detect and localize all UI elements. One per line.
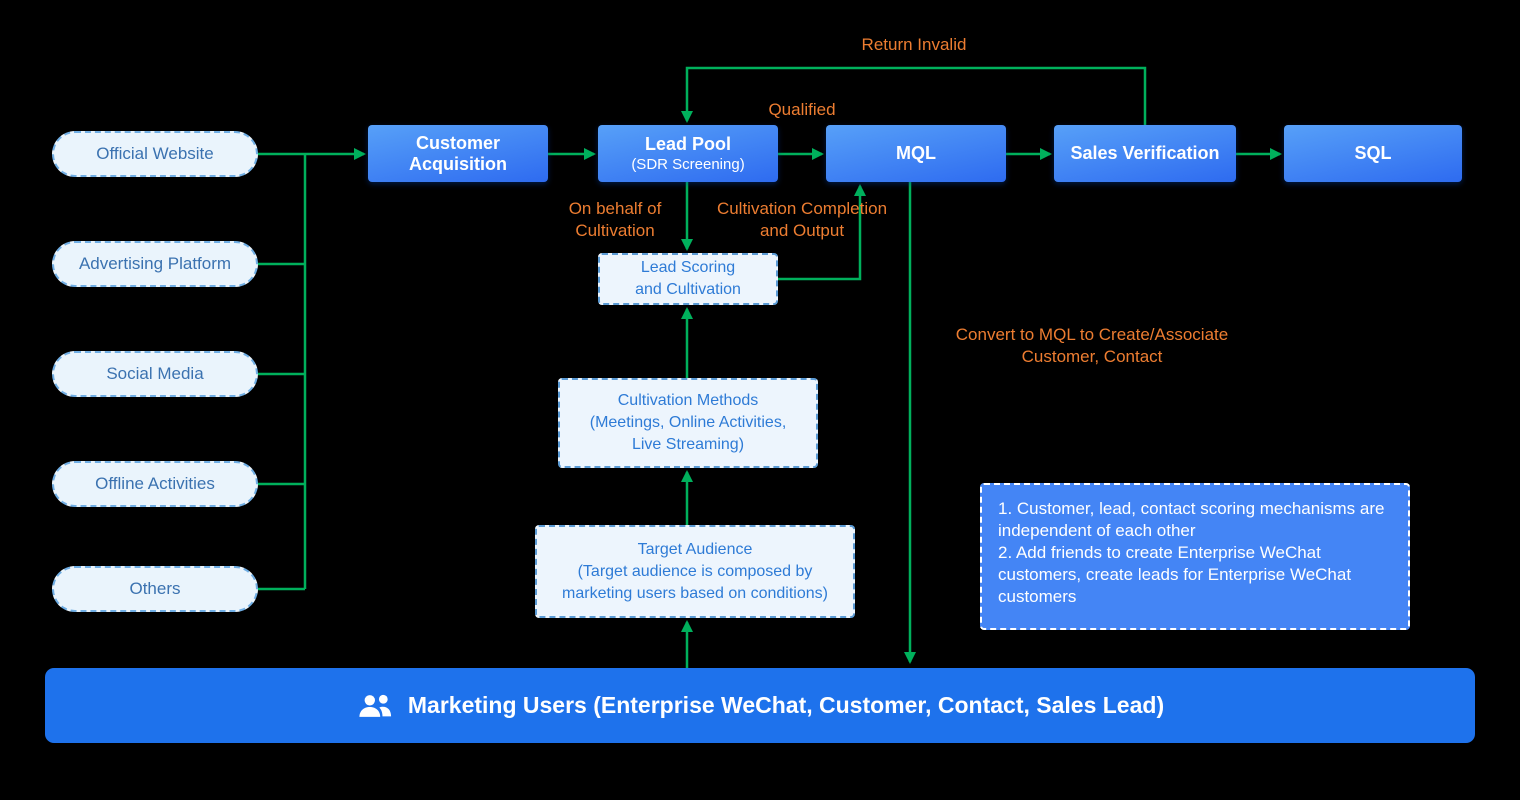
node-sql: SQL <box>1284 125 1462 182</box>
source-pill-official-website: Official Website <box>52 131 258 177</box>
source-label: Advertising Platform <box>78 254 232 273</box>
source-pill-others: Others <box>52 566 258 612</box>
note-box: 1. Customer, lead, contact scoring mecha… <box>980 483 1410 630</box>
marketing-users-bar: Marketing Users (Enterprise WeChat, Cust… <box>45 668 1475 743</box>
source-pill-advertising-platform: Advertising Platform <box>52 241 258 287</box>
node-mql: MQL <box>826 125 1006 182</box>
node-label: SQL <box>1354 143 1392 163</box>
box-cultivation-methods: Cultivation Methods (Meetings, Online Ac… <box>558 378 818 468</box>
box-label: Lead Scoring and Cultivation <box>635 259 741 298</box>
node-sales-verification: Sales Verification <box>1054 125 1236 182</box>
label-qualified: Qualified <box>768 100 836 119</box>
node-lead-pool: Lead Pool (SDR Screening) <box>598 125 778 182</box>
node-sublabel: (SDR Screening) <box>631 155 745 173</box>
label-cultivation-completion: Cultivation Completion and Output <box>716 199 888 240</box>
node-label: Customer Acquisition <box>409 132 507 174</box>
arrow-return-invalid <box>681 66 1147 125</box>
source-pill-social-media: Social Media <box>52 351 258 397</box>
label-on-behalf-of-cultivation: On behalf of Cultivation <box>568 199 662 240</box>
label-convert-to-mql: Convert to MQL to Create/Associate Custo… <box>955 325 1229 366</box>
source-label: Official Website <box>96 144 214 163</box>
node-label: Lead Pool <box>644 133 731 154</box>
box-lead-scoring: Lead Scoring and Cultivation <box>598 253 778 305</box>
marketing-users-label: Marketing Users (Enterprise WeChat, Cust… <box>407 692 1165 718</box>
label-return-invalid: Return Invalid <box>861 35 967 54</box>
box-label: Target Audience (Target audience is comp… <box>562 540 828 602</box>
node-label: MQL <box>896 143 936 163</box>
source-pill-offline-activities: Offline Activities <box>52 461 258 507</box>
box-target-audience: Target Audience (Target audience is comp… <box>535 525 855 618</box>
node-customer-acquisition: Customer Acquisition <box>368 125 548 182</box>
people-icon <box>356 692 394 719</box>
node-label: Sales Verification <box>1070 143 1220 163</box>
source-label: Social Media <box>106 364 204 383</box>
source-label: Offline Activities <box>95 474 215 493</box>
arrow-lead-scoring-to-mql <box>778 184 866 281</box>
box-label: Cultivation Methods (Meetings, Online Ac… <box>589 392 787 453</box>
source-label: Others <box>129 579 181 598</box>
